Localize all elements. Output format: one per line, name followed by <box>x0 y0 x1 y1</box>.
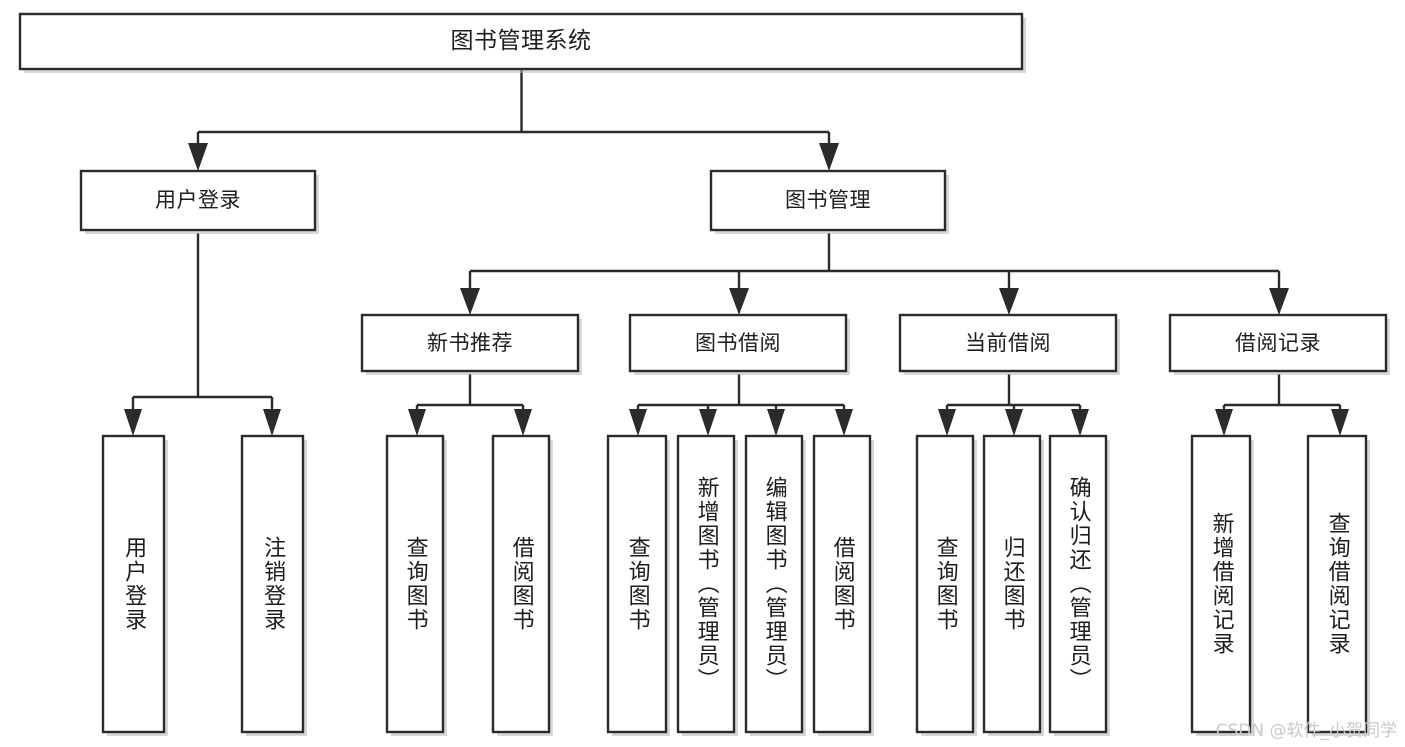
node-leaf-edit-book-rect[interactable] <box>744 434 804 734</box>
node-user-login[interactable] <box>79 169 319 234</box>
node-leaf-borrow-book-2-rect[interactable] <box>812 434 872 734</box>
node-root-rect[interactable] <box>18 12 1024 71</box>
node-leaf-query-book-1-rect[interactable] <box>385 434 445 734</box>
node-book-manage-rect[interactable] <box>709 169 947 232</box>
node-book-manage[interactable] <box>709 169 949 234</box>
node-book-borrow-rect[interactable] <box>628 313 848 373</box>
connector-group-book-manage <box>460 233 1289 315</box>
arrow-head-leaf-add-book <box>699 409 717 436</box>
arrow-head-leaf-query-book-2 <box>629 409 647 436</box>
node-leaf-edit-book[interactable] <box>744 434 806 736</box>
node-leaf-query-book-2[interactable] <box>606 434 670 736</box>
arrow-head-leaf-query-book-3 <box>938 409 956 436</box>
arrow-head-current-borrow <box>999 288 1019 315</box>
arrow-head-leaf-borrow-book-2 <box>835 409 853 436</box>
node-leaf-logout-login[interactable] <box>240 434 307 736</box>
arrow-head-leaf-user-login <box>124 409 142 436</box>
node-leaf-user-login-rect[interactable] <box>101 434 166 734</box>
node-new-book-recommend-rect[interactable] <box>360 313 580 373</box>
node-leaf-add-record[interactable] <box>1190 434 1254 736</box>
node-current-borrow-rect[interactable] <box>898 313 1118 373</box>
node-leaf-borrow-book-1[interactable] <box>491 434 553 736</box>
connector-group-current-borrow <box>938 374 1089 436</box>
node-borrow-record[interactable] <box>1168 313 1390 375</box>
node-leaf-return-book[interactable] <box>982 434 1044 736</box>
node-user-login-rect[interactable] <box>79 169 317 232</box>
arrow-head-new-book-recommend <box>460 288 480 315</box>
arrow-head-leaf-edit-book <box>767 409 785 436</box>
arrow-head-leaf-query-book-1 <box>408 409 426 436</box>
node-borrow-record-rect[interactable] <box>1168 313 1388 373</box>
arrow-head-leaf-borrow-book-1 <box>514 409 532 436</box>
node-leaf-borrow-book-1-rect[interactable] <box>491 434 551 734</box>
node-leaf-query-book-3[interactable] <box>915 434 977 736</box>
arrow-head-leaf-return-book <box>1005 409 1023 436</box>
connector-group-borrow-record <box>1215 374 1349 436</box>
node-book-borrow[interactable] <box>628 313 850 375</box>
arrow-head-leaf-query-record <box>1331 409 1349 436</box>
node-leaf-query-record[interactable] <box>1306 434 1370 736</box>
arrow-head-leaf-logout-login <box>263 409 281 436</box>
node-root[interactable] <box>18 12 1026 73</box>
connector-group-book-borrow <box>629 374 853 436</box>
node-leaf-logout-login-rect[interactable] <box>240 434 305 734</box>
node-new-book-recommend[interactable] <box>360 313 582 375</box>
node-leaf-confirm-return[interactable] <box>1048 434 1110 736</box>
node-leaf-query-record-rect[interactable] <box>1306 434 1368 734</box>
connector-group-root <box>188 70 839 171</box>
arrow-head-leaf-confirm-return <box>1071 409 1089 436</box>
arrow-head-borrow-record <box>1269 288 1289 315</box>
node-leaf-user-login[interactable] <box>101 434 168 736</box>
node-leaf-add-book[interactable] <box>676 434 738 736</box>
connector-group-user-login <box>124 233 281 436</box>
arrow-head-book-manage <box>819 143 839 171</box>
node-leaf-add-record-rect[interactable] <box>1190 434 1252 734</box>
node-leaf-add-book-rect[interactable] <box>676 434 736 734</box>
node-leaf-query-book-1[interactable] <box>385 434 447 736</box>
arrow-head-user-login <box>188 143 208 171</box>
node-leaf-confirm-return-rect[interactable] <box>1048 434 1108 734</box>
node-current-borrow[interactable] <box>898 313 1120 375</box>
connector-group-new-book-recommend <box>408 374 532 436</box>
arrow-head-book-borrow <box>729 288 749 315</box>
node-leaf-query-book-3-rect[interactable] <box>915 434 975 734</box>
arrow-head-leaf-add-record <box>1215 409 1233 436</box>
node-leaf-query-book-2-rect[interactable] <box>606 434 668 734</box>
node-leaf-borrow-book-2[interactable] <box>812 434 874 736</box>
node-leaf-return-book-rect[interactable] <box>982 434 1042 734</box>
